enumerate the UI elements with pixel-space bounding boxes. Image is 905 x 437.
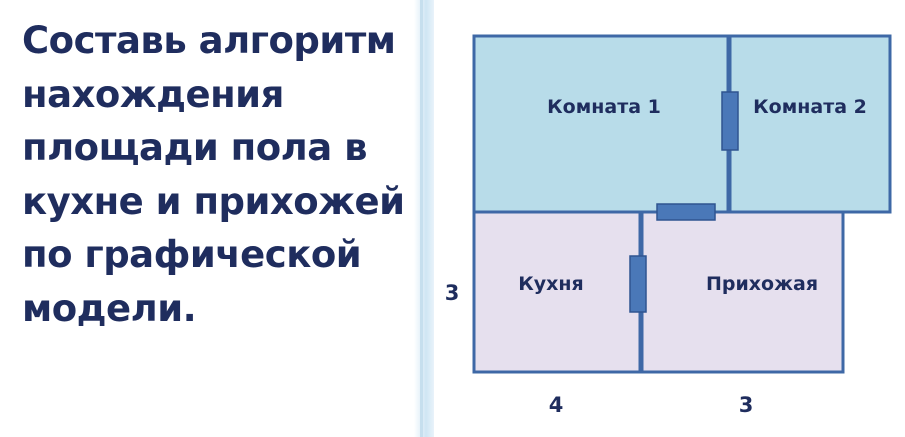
hallway-area (639, 210, 845, 374)
dimension-kitchen-width-label: 4 (549, 393, 564, 417)
kitchen-area (472, 210, 643, 374)
vertical-divider-line (420, 0, 423, 437)
room-2-label: Комната 2 (753, 96, 867, 118)
room-1-label: Комната 1 (547, 96, 661, 118)
dimension-hallway-width-label: 3 (739, 393, 754, 417)
task-line-5: по графической (22, 233, 362, 276)
hallway-label: Прихожая (706, 273, 818, 295)
door-hallway-room1 (656, 203, 716, 221)
task-line-2: нахождения (22, 72, 284, 116)
room-2-area (727, 34, 892, 214)
door-room1-room2 (721, 91, 739, 151)
task-line-3: площади пола в (22, 126, 368, 169)
task-line-6: модели. (22, 286, 197, 330)
door-kitchen-hallway (629, 255, 647, 313)
kitchen-label: Кухня (518, 273, 584, 295)
task-line-4: кухне и прихожей (22, 179, 405, 223)
task-line-1: Составь алгоритм (22, 19, 396, 62)
task-text: Составь алгоритм нахождения площади пола… (22, 14, 412, 335)
dimension-height-label: 3 (445, 281, 460, 305)
vertical-divider-band (414, 0, 434, 437)
room-1-area (472, 34, 731, 214)
